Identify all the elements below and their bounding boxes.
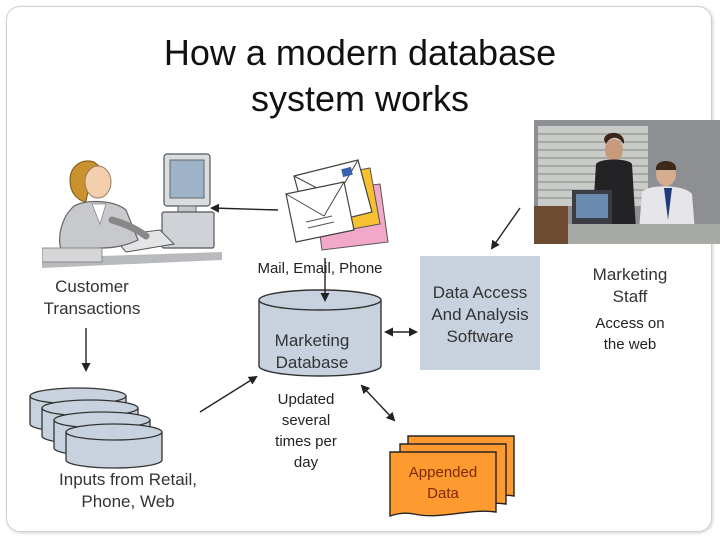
mail-email-phone-label: Mail, Email, Phone — [257, 260, 383, 277]
arrow-inputs-to-database — [199, 375, 258, 413]
input-db-cylinder-4 — [65, 423, 163, 469]
customer-computer-image — [42, 148, 222, 273]
arrow-database-to-appended — [360, 384, 396, 422]
data-access-software-box — [420, 256, 540, 370]
updated-several-times-label: Updated several times per day — [275, 391, 337, 471]
slide-frame — [6, 6, 712, 532]
access-on-web-label: Access on the web — [595, 315, 665, 353]
marketing-staff-photo — [534, 120, 720, 244]
title-line-1: How a modern database — [163, 32, 557, 73]
envelopes-image — [284, 156, 394, 256]
appended-data-label: Appended Data — [408, 464, 478, 502]
arrow-staff-to-software — [490, 207, 521, 250]
customer-transactions-label: Customer Transactions — [43, 277, 141, 318]
slide-title: How a modern database system works — [100, 30, 620, 122]
data-access-software-label: Data Access And Analysis Software — [431, 283, 529, 346]
inputs-label: Inputs from Retail, Phone, Web — [59, 470, 197, 511]
title-line-2: system works — [250, 78, 470, 119]
marketing-database-cylinder — [255, 286, 385, 382]
marketing-staff-label: Marketing Staff — [592, 265, 668, 306]
input-databases-stack — [26, 378, 176, 478]
appended-data-documents — [388, 434, 520, 524]
marketing-database-label: Marketing Database — [274, 331, 350, 372]
arrow-envelopes-to-customer — [210, 203, 279, 213]
